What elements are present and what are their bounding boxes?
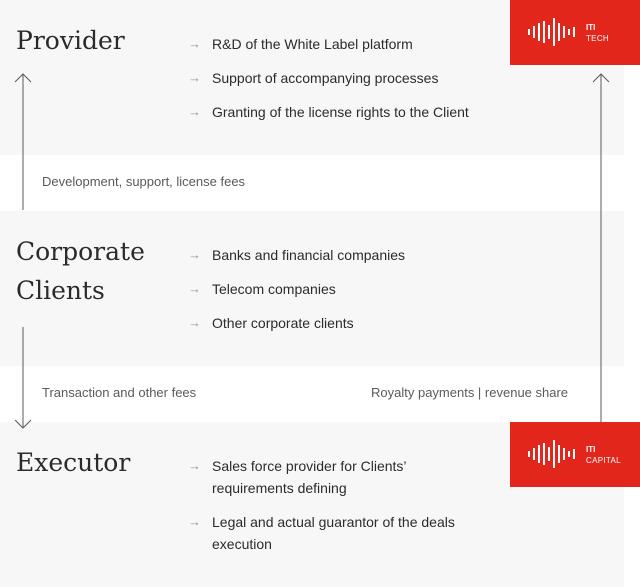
iti-bars-icon xyxy=(528,440,575,468)
logo-name: ITI xyxy=(586,23,596,32)
list-item: → Support of accompanying processes xyxy=(188,67,488,89)
list-item: → Granting of the license rights to the C… xyxy=(188,101,488,123)
list-item: → Banks and financial companies xyxy=(188,244,488,266)
list-item: → Legal and actual guarantor of the deals… xyxy=(188,511,488,555)
iti-capital-logo: ITI CAPITAL xyxy=(510,422,640,487)
clients-list: → Banks and financial companies → Telecom … xyxy=(188,244,488,346)
arrow-right-icon: → xyxy=(188,458,201,473)
list-item-text: Granting of the license rights to the Cl… xyxy=(212,104,469,120)
arrow-right-icon: → xyxy=(188,247,201,262)
list-item-text: Support of accompanying processes xyxy=(212,70,439,86)
list-item-text: Telecom companies xyxy=(212,281,336,297)
iti-bars-icon xyxy=(528,18,575,46)
list-item-text: Sales force provider for Clients’ requir… xyxy=(212,458,407,496)
arrow-right-icon: → xyxy=(188,70,201,85)
executor-list: → Sales force provider for Clients’ requi… xyxy=(188,455,488,567)
iti-tech-logo: ITI TECH xyxy=(510,0,640,65)
list-item: → R&D of the White Label platform xyxy=(188,33,488,55)
corporate-clients-section xyxy=(0,211,624,366)
list-item: → Sales force provider for Clients’ requi… xyxy=(188,455,488,499)
list-item: → Telecom companies xyxy=(188,278,488,300)
arrow-right-icon: → xyxy=(188,281,201,296)
list-item-text: Other corporate clients xyxy=(212,315,354,331)
arrow-right-icon: → xyxy=(188,104,201,119)
list-item-text: Banks and financial companies xyxy=(212,247,406,263)
provider-title: Provider xyxy=(16,26,125,55)
royalty-label: Royalty payments | revenue share xyxy=(371,385,569,400)
executor-title: Executor xyxy=(16,448,131,477)
transaction-fees-label: Transaction and other fees xyxy=(42,385,197,400)
list-item-text: Legal and actual guarantor of the deals … xyxy=(212,514,455,552)
title-line-1: Corporate xyxy=(16,237,145,266)
arrow-right-icon: → xyxy=(188,36,201,51)
title-line-2: Clients xyxy=(16,276,105,305)
dev-fees-label: Development, support, license fees xyxy=(42,174,246,189)
logo-sub: CAPITAL xyxy=(586,456,621,465)
arrow-right-icon: → xyxy=(188,514,201,529)
list-item-text: R&D of the White Label platform xyxy=(212,36,413,52)
logo-name: ITI xyxy=(586,445,596,454)
provider-list: → R&D of the White Label platform → Suppor… xyxy=(188,33,488,135)
arrow-right-icon: → xyxy=(188,315,201,330)
list-item: → Other corporate clients xyxy=(188,312,488,334)
logo-sub: TECH xyxy=(586,34,609,43)
